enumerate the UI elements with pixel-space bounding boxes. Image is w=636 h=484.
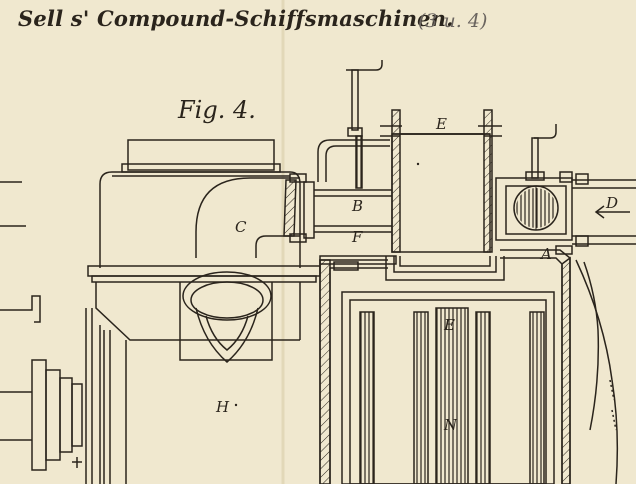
elbow-pipe-c [195,177,300,258]
cylinder-cap [127,139,275,171]
part-label-f: F [352,228,363,246]
chamber-e-upper [391,133,491,253]
part-label-b: B [352,197,364,215]
stray-mark [416,162,420,166]
figure-label: Fig. 4. [178,96,256,124]
part-label-e-top: E [436,115,447,133]
cylinder-bar [475,311,491,484]
stuffing-box-cone [195,307,259,363]
part-label-n: N [444,416,458,434]
elbow-joint [283,179,297,237]
piston-block [341,291,555,484]
plate-title: Sell s' Compound-Schiffsmaschinen. [18,6,454,31]
valve-chest [317,139,390,182]
cylinder-bar [529,311,545,484]
valve-rod [351,69,359,131]
chamber-e-hatch-right [483,109,493,253]
part-label-c: C [235,218,247,236]
trough [385,256,505,281]
outer-curve [575,259,619,484]
part-label-a: A [541,245,552,263]
shaft-flange [31,359,47,471]
pipe-flange [289,173,307,183]
cylinder-bar [413,311,429,484]
shaft-flange [71,383,83,447]
cylinder-bar [359,311,375,484]
shaft-flange [59,377,73,453]
flange-mark [72,457,82,468]
stray-mark [234,403,238,407]
cylinder-bar [435,307,469,484]
cylinder-body [99,171,301,268]
part-label-h: H [216,398,230,416]
cylinder-cap-rim [121,163,281,173]
valve-rod-hook [346,60,383,71]
flange-plate [87,265,321,277]
stuffing-box [182,271,272,321]
lower-body [95,282,300,341]
shaft-flange [45,369,61,461]
inlet-arrow [594,205,630,219]
casing-hatch-right [561,256,571,484]
chamber-e-hatch-left [391,109,401,253]
part-label-d: D [606,194,619,212]
plate-reference: (3 u. 4) [418,10,488,32]
left-edge-bracket [0,295,41,323]
casing-hatch-left [319,259,331,484]
part-label-e-lower: E [444,316,455,334]
